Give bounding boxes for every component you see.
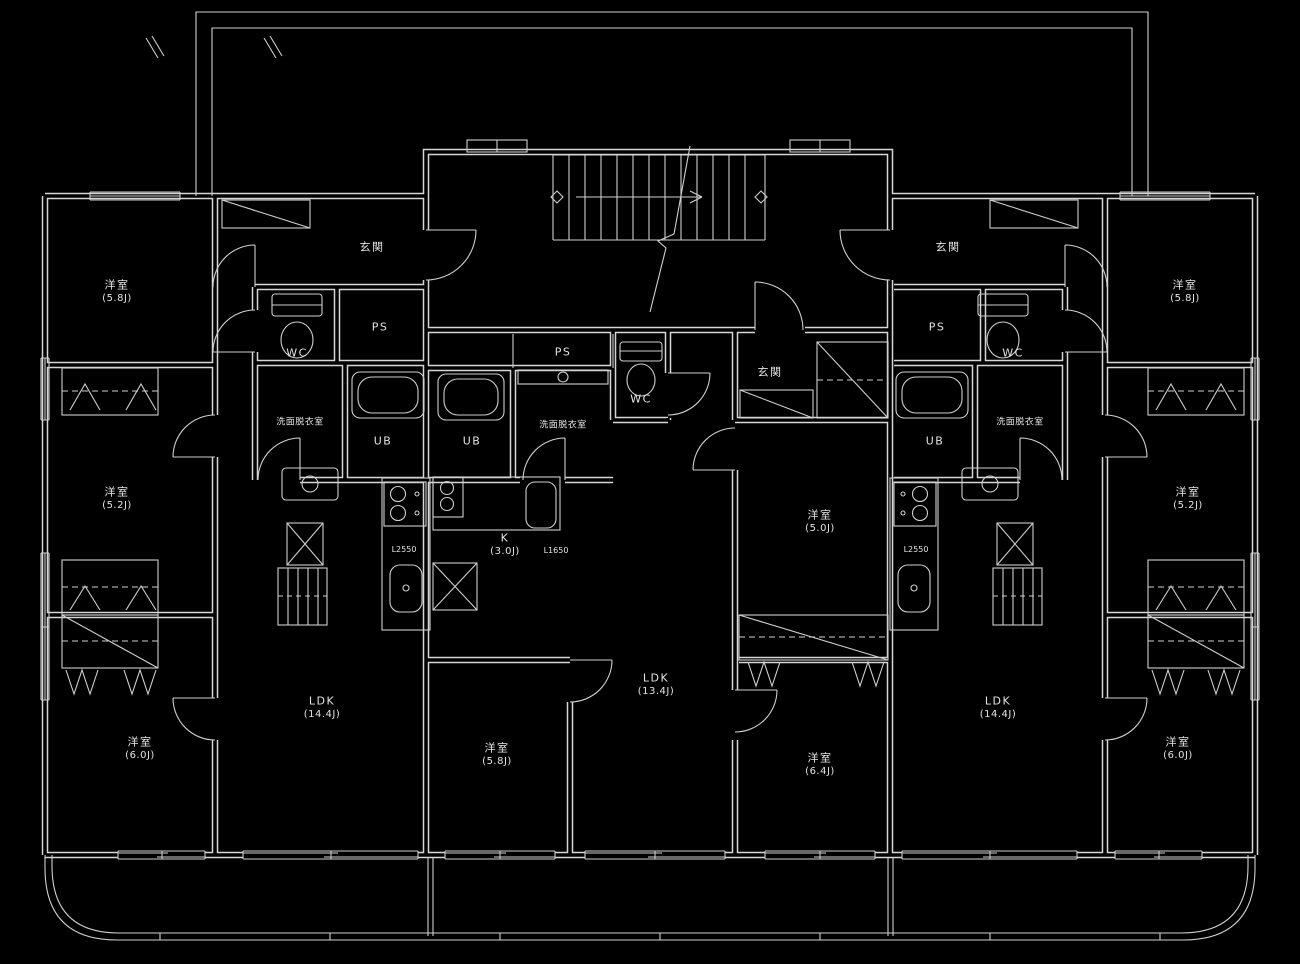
washroom-label-center: 洗面脱衣室	[539, 420, 587, 431]
wc-label-center: WC	[630, 392, 652, 406]
room-name-center-2: 洋室	[807, 508, 833, 522]
windows	[40, 191, 1260, 701]
room-area-left-3: (6.0J)	[125, 750, 155, 761]
ldk-name-left: LDK	[308, 694, 336, 708]
wc-label-right: WC	[1002, 346, 1024, 360]
room-name-left-1: 洋室	[104, 278, 130, 292]
ps-label-left: PS	[371, 320, 389, 334]
refrigerator-icon-left	[286, 522, 324, 566]
room-area-center-1: (5.8J)	[482, 756, 512, 767]
ldk-name-center: LDK	[642, 671, 670, 685]
bathtub-icon-right	[895, 371, 969, 419]
door-arcs	[172, 229, 1148, 741]
ub-label-left: UB	[373, 434, 393, 448]
kitchen-counter-center	[432, 476, 561, 531]
ldk-name-right: LDK	[984, 694, 1012, 708]
ub-label-center: UB	[462, 434, 482, 448]
ps-label-right: PS	[928, 320, 946, 334]
room-area-right-2: (5.2J)	[1173, 500, 1203, 511]
refrigerator-icon-center	[432, 562, 478, 611]
kitchen-area-center: (3.0J)	[490, 546, 520, 557]
washing-machine-icon-left	[277, 567, 328, 626]
bathtub-icon-left	[351, 371, 425, 419]
kitchen-name-center: K	[500, 531, 510, 545]
room-name-left-3: 洋室	[127, 735, 153, 749]
room-name-center-3: 洋室	[807, 751, 833, 765]
washbasin-icon-right	[961, 467, 1019, 501]
room-area-center-3: (6.4J)	[805, 766, 835, 777]
room-name-right-3: 洋室	[1165, 735, 1191, 749]
ub-label-right: UB	[925, 434, 945, 448]
kitchen-counter-left	[381, 477, 431, 631]
balcony-railing	[44, 855, 1256, 941]
roof-outline	[145, 11, 1149, 196]
ldk-area-center: (13.4J)	[637, 686, 675, 697]
room-area-center-2: (5.0J)	[805, 523, 835, 534]
entrance-label-right: 玄関	[935, 240, 961, 254]
closets	[61, 341, 1245, 669]
room-name-right-1: 洋室	[1172, 278, 1198, 292]
wc-label-left: WC	[286, 346, 308, 360]
room-name-right-2: 洋室	[1175, 485, 1201, 499]
pipe-space-box	[512, 334, 614, 368]
staircase	[466, 139, 851, 313]
counter-length-label-center: L1650	[543, 546, 569, 555]
ps-label-center: PS	[554, 345, 572, 359]
shoe-cabinets	[221, 199, 1079, 419]
toilet-icon-right	[977, 293, 1029, 359]
curtain-marks	[65, 660, 1241, 696]
ldk-area-left: (14.4J)	[303, 709, 341, 720]
walls	[45, 152, 1255, 855]
toilet-icon-left	[271, 293, 323, 359]
entrance-label-left: 玄関	[359, 240, 385, 254]
room-area-right-3: (6.0J)	[1163, 750, 1193, 761]
entrance-label-center: 玄関	[757, 365, 783, 379]
balcony-sliding-windows	[117, 850, 1203, 860]
refrigerator-icon-right	[996, 522, 1034, 566]
toilet-icon-center	[619, 341, 663, 397]
room-area-left-2: (5.2J)	[102, 500, 132, 511]
room-name-left-2: 洋室	[104, 485, 130, 499]
counter-length-label-left: L2550	[391, 545, 417, 554]
washbasin-icon-center	[517, 369, 609, 385]
washroom-label-left: 洗面脱衣室	[276, 417, 324, 428]
room-area-left-1: (5.8J)	[102, 293, 132, 304]
bathtub-icon-center	[437, 373, 505, 421]
ldk-area-right: (14.4J)	[979, 709, 1017, 720]
counter-length-label-right: L2550	[903, 545, 929, 554]
washroom-label-right: 洗面脱衣室	[996, 417, 1044, 428]
kitchen-counter-right	[889, 477, 939, 631]
washbasin-icon-left	[281, 467, 339, 501]
washing-machine-icon-right	[992, 567, 1043, 626]
room-name-center-1: 洋室	[484, 741, 510, 755]
room-area-right-1: (5.8J)	[1170, 293, 1200, 304]
